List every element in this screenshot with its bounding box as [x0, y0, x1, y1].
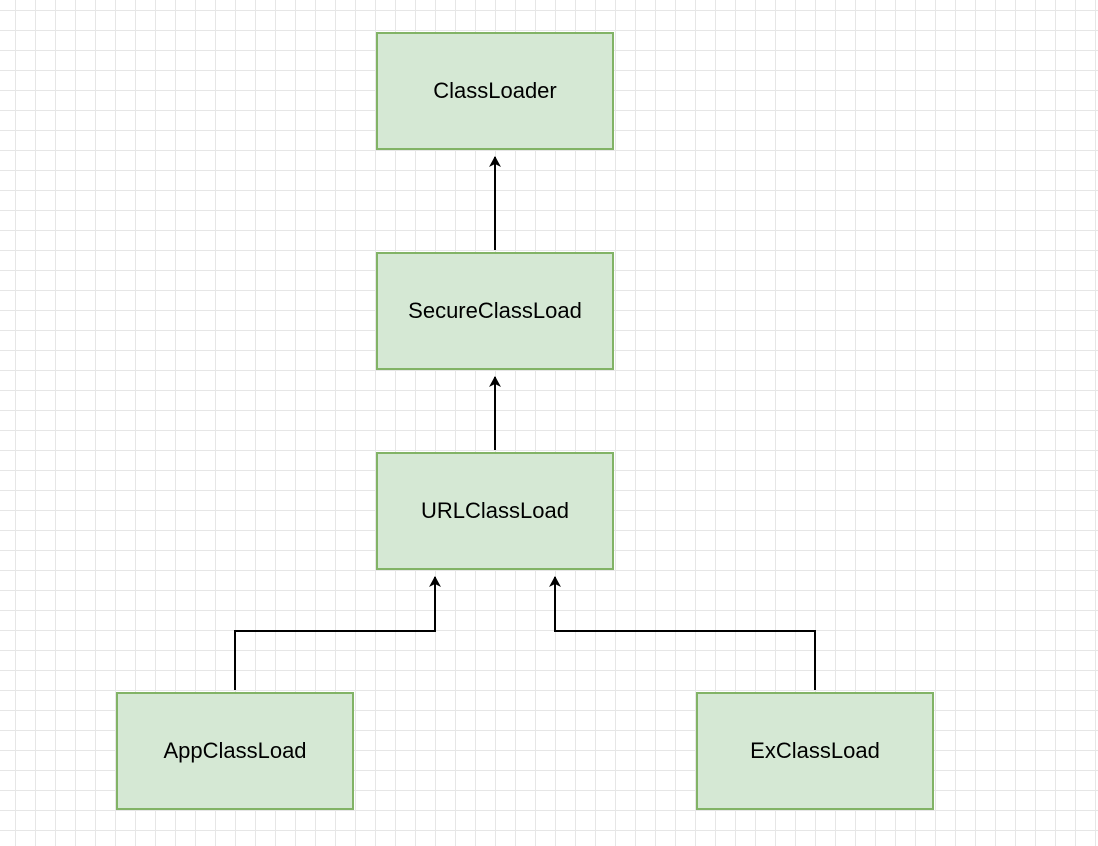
edge-app-to-url — [234, 576, 441, 690]
node-ex-class-load-label: ExClassLoad — [750, 738, 880, 763]
node-ex-class-load[interactable]: ExClassLoad — [696, 692, 934, 810]
node-secure-class-load-label: SecureClassLoad — [408, 298, 582, 323]
node-secure-class-load[interactable]: SecureClassLoad — [376, 252, 614, 370]
edge-ex-to-url — [549, 576, 816, 690]
node-app-class-load-label: AppClassLoad — [163, 738, 307, 763]
node-classloader-label: ClassLoader — [433, 78, 557, 103]
node-app-class-load[interactable]: AppClassLoad — [116, 692, 354, 810]
node-url-class-load-label: URLClassLoad — [421, 498, 569, 523]
node-classloader[interactable]: ClassLoader — [376, 32, 614, 150]
node-url-class-load[interactable]: URLClassLoad — [376, 452, 614, 570]
